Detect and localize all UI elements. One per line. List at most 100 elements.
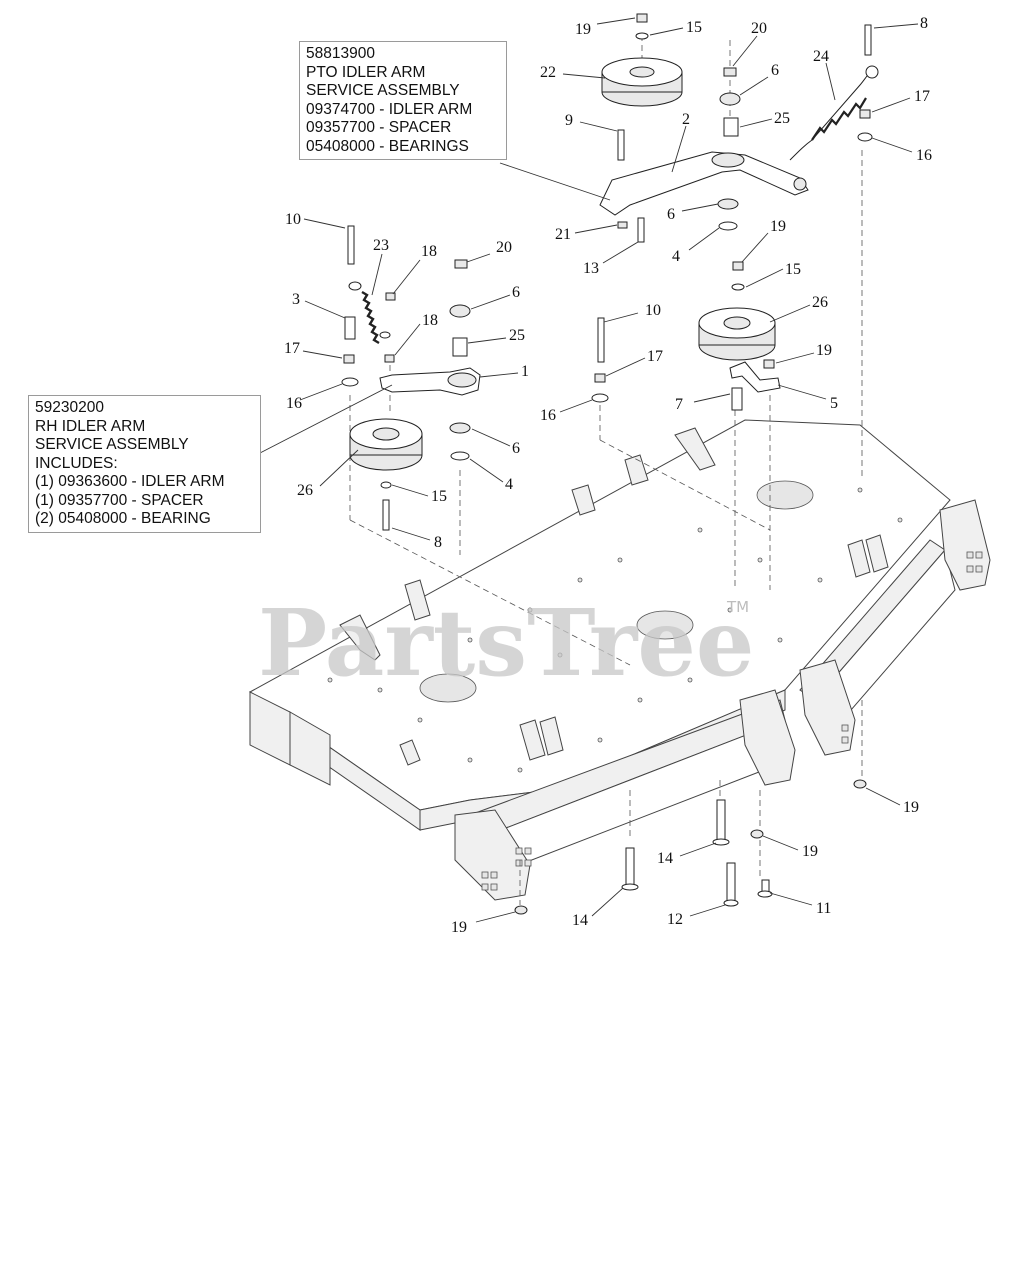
pto-callout-line: 09357700 - SPACER [306, 119, 452, 136]
label-26: 26 [812, 294, 828, 311]
label-11: 11 [816, 900, 831, 917]
washer-4-left [450, 451, 470, 461]
pin-8-top [864, 24, 872, 56]
label-14: 14 [572, 912, 588, 929]
spacer-7 [731, 387, 743, 411]
label-23: 23 [373, 237, 389, 254]
spacer-25-top [723, 117, 739, 137]
label-16: 16 [286, 395, 302, 412]
label-24: 24 [813, 48, 829, 65]
spacer-25-left [452, 337, 468, 357]
rh-callout-line: INCLUDES: [35, 454, 118, 472]
label-19: 19 [903, 799, 919, 816]
deck-front-mid-bracket [739, 689, 796, 786]
label-19: 19 [802, 843, 818, 860]
nut-20-top [723, 67, 737, 77]
rh-callout-line: SERVICE ASSEMBLY [35, 436, 189, 453]
bearing-6-left-lower [449, 422, 471, 434]
label-19: 19 [575, 21, 591, 38]
deck-tab-6 [519, 719, 546, 761]
label-4: 4 [505, 476, 513, 493]
pulley-26-left [349, 418, 423, 471]
label-14: 14 [657, 850, 673, 867]
label-17: 17 [284, 340, 300, 357]
pto-callout-line: 05408000 - BEARINGS [306, 137, 469, 155]
leader-lines [259, 17, 919, 923]
bearing-6-top [719, 92, 741, 106]
deck-tab-4 [624, 454, 649, 486]
pto-idler-arm [599, 151, 809, 216]
label-5: 5 [830, 395, 838, 412]
label-6: 6 [667, 206, 675, 223]
washer-15-right [731, 283, 745, 291]
label-17: 17 [647, 348, 663, 365]
nut-19-right [732, 261, 744, 271]
right-spindle-opening [756, 480, 814, 510]
spring-23 [348, 281, 391, 345]
rh-idler-arm-callout: 59230200 RH IDLER ARM SERVICE ASSEMBLY I… [28, 395, 261, 533]
bearing-6-left-top [449, 304, 471, 318]
deck-front-right-bracket [799, 659, 856, 756]
nut-18-lower [384, 354, 395, 363]
pto-idler-arm-callout: 58813900 PTO IDLER ARM SERVICE ASSEMBLY … [299, 41, 507, 160]
label-6: 6 [512, 440, 520, 457]
label-2: 2 [682, 111, 690, 128]
label-19: 19 [451, 919, 467, 936]
nut-19-bottom-left [514, 905, 528, 915]
deck-tab-1 [339, 614, 381, 661]
label-8: 8 [920, 15, 928, 32]
nut-17-top [859, 109, 871, 119]
label-6: 6 [512, 284, 520, 301]
label-18: 18 [421, 243, 437, 260]
deck-tab-9 [865, 534, 889, 573]
pto-callout-line: 09374700 - IDLER ARM [306, 100, 473, 118]
nut-18-upper [385, 292, 396, 301]
bracket-5 [729, 361, 781, 393]
label-12: 12 [667, 911, 683, 928]
label-4: 4 [672, 248, 680, 265]
rh-callout-line: (2) 05408000 - BEARING [35, 510, 211, 527]
bolt-10-left [347, 225, 355, 265]
label-6: 6 [771, 62, 779, 79]
washer-15-left [380, 481, 392, 489]
nut-21 [617, 221, 628, 229]
left-spindle-opening [419, 673, 477, 703]
bearing-6-lower [717, 198, 739, 210]
label-8: 8 [434, 534, 442, 551]
rh-callout-line: (1) 09363600 - IDLER ARM [35, 473, 225, 490]
label-10: 10 [285, 211, 301, 228]
pto-callout-line: SERVICE ASSEMBLY [306, 82, 460, 99]
label-19: 19 [770, 218, 786, 235]
deck-tab-10 [399, 739, 421, 766]
label-20: 20 [751, 20, 767, 37]
pto-part-number: 58813900 [306, 45, 375, 62]
pin-13 [637, 217, 645, 243]
label-15: 15 [785, 261, 801, 278]
nut-17-left [343, 354, 355, 364]
nut-17-center [594, 373, 606, 383]
rh-callout-line: (1) 09357700 - SPACER [35, 491, 204, 509]
deck-tab-3 [571, 484, 596, 516]
assembly-lines [349, 35, 863, 905]
label-25: 25 [774, 110, 790, 127]
washer-15-top [635, 32, 649, 40]
deck-tab-2 [404, 579, 431, 621]
label-3: 3 [292, 291, 300, 308]
label-20: 20 [496, 239, 512, 256]
label-15: 15 [686, 19, 702, 36]
rh-part-number: 59230200 [35, 399, 104, 416]
pin-14-right [716, 799, 726, 843]
label-21: 21 [555, 226, 571, 243]
nut-19-top [636, 13, 648, 23]
label-15: 15 [431, 488, 447, 505]
washer-16-left [341, 377, 359, 387]
rh-callout-line: RH IDLER ARM [35, 417, 146, 435]
pto-idler-pulley [601, 57, 683, 107]
label-16: 16 [916, 147, 932, 164]
deck-front-skirt-right [419, 689, 786, 831]
spring-24 [789, 65, 879, 161]
center-spindle-opening [636, 610, 694, 640]
label-17: 17 [914, 88, 930, 105]
